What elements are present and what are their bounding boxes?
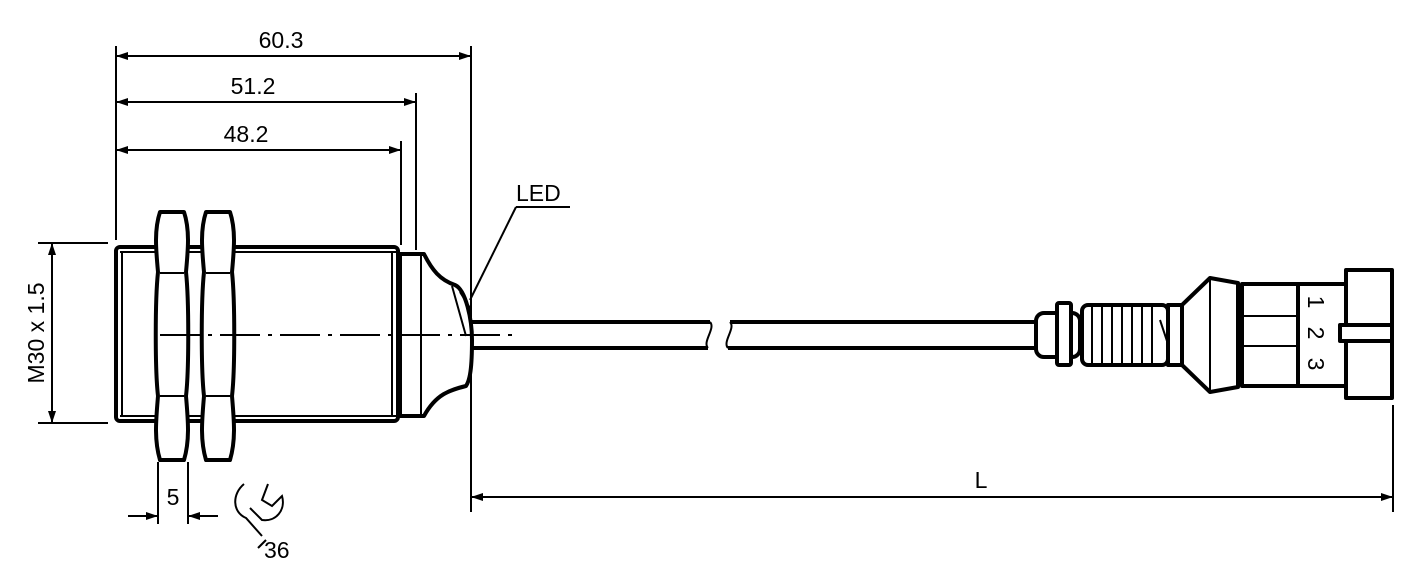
svg-text:5: 5 (167, 484, 180, 510)
pin-2-label: 2 (1303, 327, 1329, 340)
wrench-icon: 36 (234, 483, 290, 563)
dimension-thread: M30 x 1.5 (23, 243, 56, 423)
mounting-nut (199, 210, 237, 462)
svg-text:36: 36 (264, 537, 290, 563)
m12-connector: 1 2 3 (1034, 268, 1394, 400)
dimension-48-2: 48.2 (116, 121, 401, 154)
svg-text:M30 x 1.5: M30 x 1.5 (23, 283, 49, 384)
svg-text:48.2: 48.2 (224, 121, 269, 147)
extension-lines (38, 46, 1394, 524)
pin-1-label: 1 (1303, 296, 1329, 309)
dimension-nut-width: 5 (128, 484, 218, 520)
dimension-60-3: 60.3 (116, 27, 471, 60)
cable (472, 320, 1036, 350)
pin-3-label: 3 (1303, 358, 1329, 371)
dimension-cable-length: L (471, 467, 1393, 501)
svg-text:LED: LED (516, 180, 561, 206)
dimension-51-2: 51.2 (116, 73, 416, 106)
led-callout: LED (469, 180, 570, 301)
svg-text:L: L (975, 467, 988, 493)
svg-text:60.3: 60.3 (259, 27, 304, 53)
svg-text:51.2: 51.2 (231, 73, 276, 99)
